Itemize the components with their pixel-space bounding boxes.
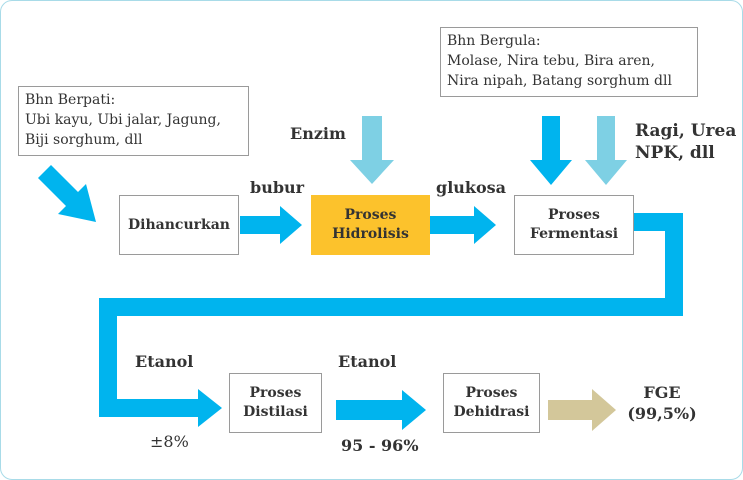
sugar-note-title: Bhn Bergula: [447,33,541,49]
hydrolysis-box: Proses Hidrolisis [311,195,430,255]
fge-label: FGE [643,383,681,402]
enzyme-arrow [350,116,394,184]
pulp-label: bubur [250,178,305,197]
hydrolysis-label-2: Hidrolisis [332,226,409,242]
dehydration-label-1: Proses [465,385,518,401]
yeast-label-line-2: NPK, dll [635,143,715,163]
distillate-arrow [336,390,426,430]
enzyme-label: Enzim [290,124,346,143]
dehydration-label-2: Dehidrasi [453,404,530,420]
distillation-label-1: Proses [249,385,302,401]
crushing-label: Dihancurkan [128,216,230,233]
starch-input-arrow [38,165,96,222]
glucose-label: glukosa [436,178,507,197]
sugar-note-body: Molase, Nira tebu, Bira aren, Nira nipah… [447,53,672,89]
ethanol-label-2: Etanol [338,352,397,371]
glucose-arrow [430,206,496,244]
sugar-materials-note: Bhn Bergula: Molase, Nira tebu, Bira are… [440,27,698,97]
pulp-arrow [240,206,302,244]
yeast-arrow [585,116,627,185]
fermentation-label-2: Fermentasi [529,226,619,242]
dehydration-box: Proses Dehidrasi [443,373,540,433]
hydrolysis-label-1: Proses [344,207,397,223]
distillation-label-2: Distilasi [243,404,308,420]
return-path-arrow [99,213,683,427]
ethanol-percent-1: ±8% [150,432,189,451]
yeast-nutrient-label: Ragi, Urea NPK, dll [635,120,736,164]
distillation-box: Proses Distilasi [229,373,322,433]
crushing-box: Dihancurkan [119,195,239,255]
fermentation-label-1: Proses [548,207,600,223]
starch-note-body: Ubi kayu, Ubi jalar, Jagung, Biji sorghu… [25,112,221,148]
sugar-input-arrow [530,116,572,185]
ethanol-label-1: Etanol [135,352,194,371]
starch-materials-note: Bhn Berpati: Ubi kayu, Ubi jalar, Jagung… [18,86,249,156]
fge-output-label: FGE (99,5%) [626,382,698,424]
fermentation-box: Proses Fermentasi [514,195,634,255]
ethanol-percent-2: 95 - 96% [341,436,419,455]
yeast-label-line-1: Ragi, Urea [635,121,737,141]
fge-percent: (99,5%) [627,404,697,423]
fge-output-arrow [548,389,616,431]
starch-note-title: Bhn Berpati: [25,92,116,108]
